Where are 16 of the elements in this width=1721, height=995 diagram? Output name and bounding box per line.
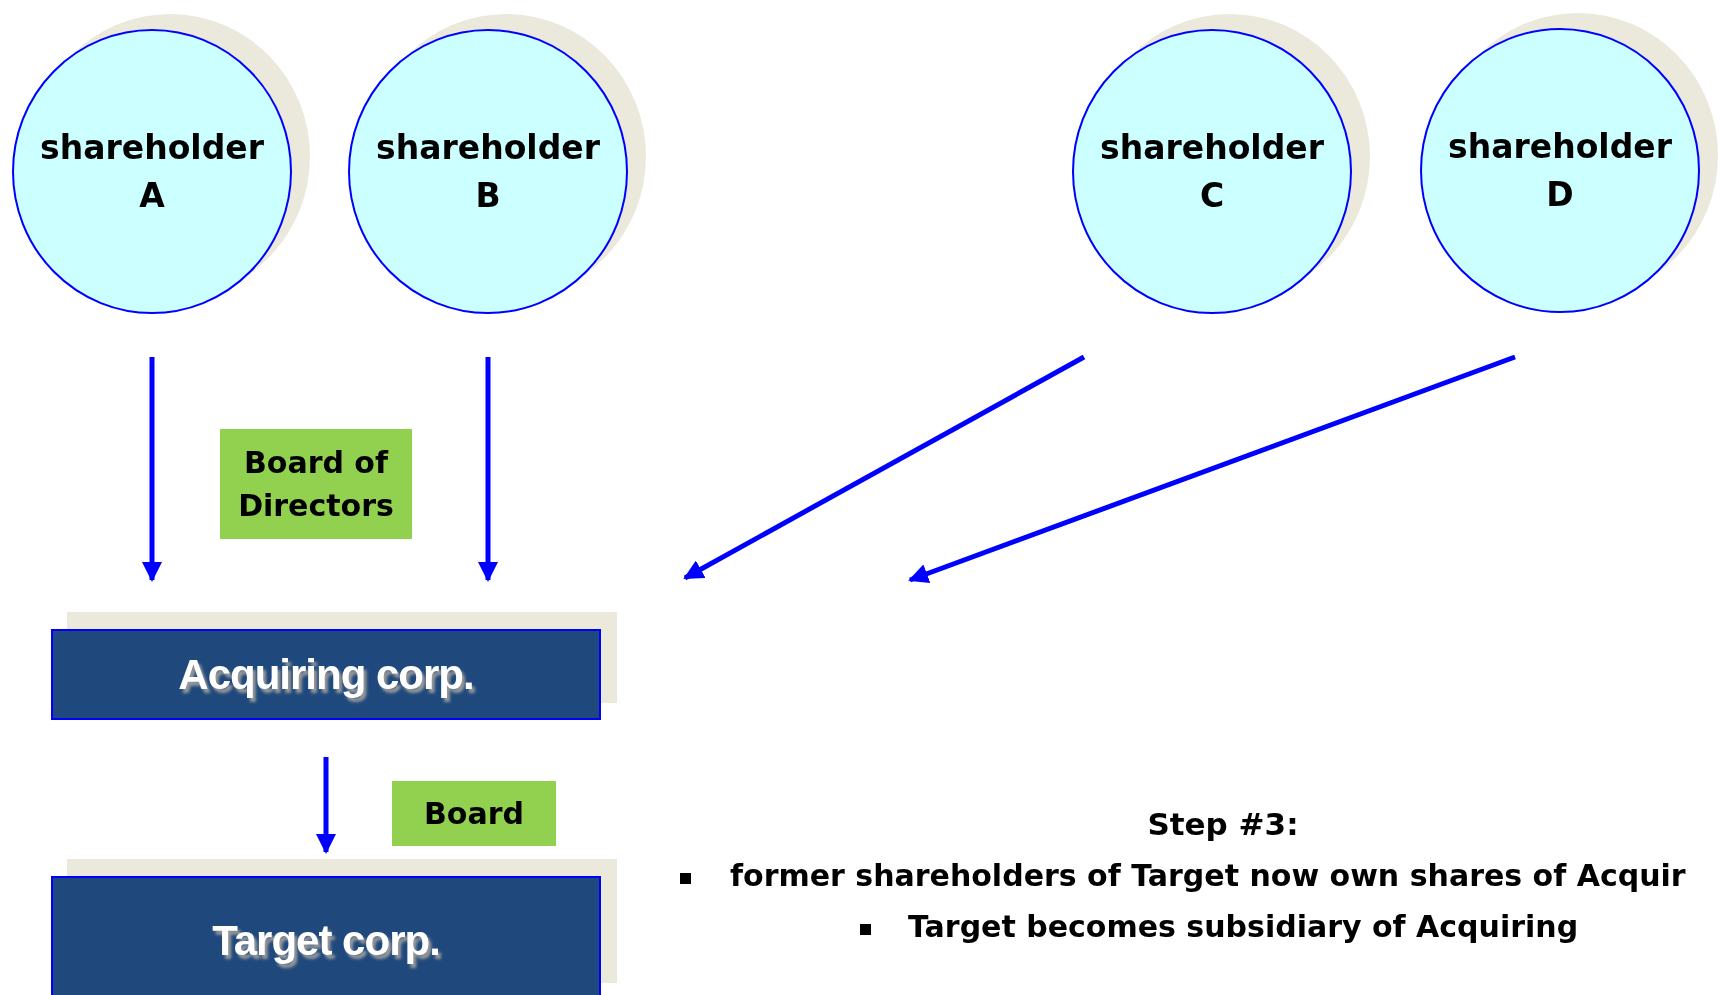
board-box: Board of Directors bbox=[220, 429, 412, 539]
corporation-box: Target corp. bbox=[51, 876, 601, 995]
shareholder-label: shareholder D bbox=[1448, 125, 1672, 216]
bullet-text: Target becomes subsidiary of Acquiring bbox=[908, 909, 1579, 944]
arrow bbox=[683, 354, 1086, 581]
arrow bbox=[142, 357, 162, 582]
shareholder-label: shareholder A bbox=[40, 126, 264, 217]
arrow bbox=[478, 357, 498, 582]
shareholder-label: shareholder B bbox=[376, 126, 600, 217]
step-heading: Step #3: bbox=[1147, 806, 1299, 842]
board-box: Board bbox=[392, 781, 556, 846]
shareholder-label: shareholder C bbox=[1100, 126, 1324, 217]
arrow bbox=[316, 757, 336, 854]
bullet-text: former shareholders of Target now own shares of Acquir bbox=[730, 858, 1686, 893]
arrow bbox=[908, 354, 1516, 584]
corporation-box: Acquiring corp. bbox=[51, 629, 601, 720]
